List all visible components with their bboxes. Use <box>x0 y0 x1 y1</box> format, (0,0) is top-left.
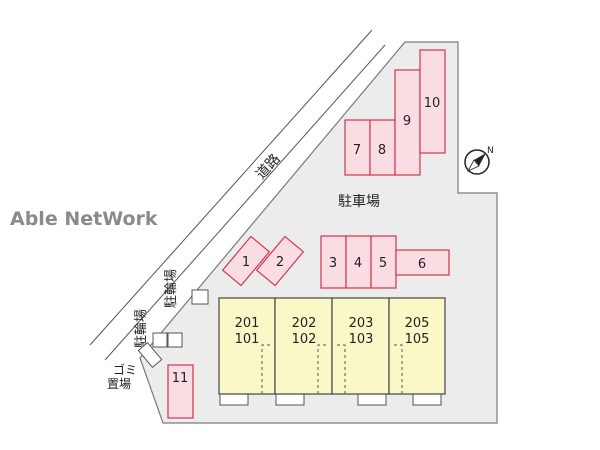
stair-line <box>261 344 272 394</box>
unit-lower-2: 102 <box>292 332 317 347</box>
parking-space-7 <box>344 119 371 176</box>
parking-number-11: 11 <box>172 371 189 386</box>
compass-icon: N <box>464 146 494 175</box>
road-label: 道路 <box>253 151 284 183</box>
unit-step <box>357 393 387 406</box>
parking-number-5: 5 <box>379 256 387 271</box>
unit-block-4 <box>388 297 446 395</box>
watermark-text: Able NetWork <box>10 208 158 230</box>
unit-step <box>275 393 305 406</box>
unit-block-3 <box>331 297 390 395</box>
bike-parking-label-1: 駐輪場 <box>133 309 149 348</box>
parking-label: 駐車場 <box>338 193 380 210</box>
bike-rack-1 <box>152 332 168 348</box>
stair-line <box>392 344 403 394</box>
parking-space-3 <box>320 235 347 289</box>
road-edge-outer <box>89 29 373 346</box>
unit-lower-3: 103 <box>349 332 374 347</box>
bike-parking-label-2: 駐輪場 <box>163 269 179 308</box>
parking-space-5 <box>370 235 397 289</box>
parking-number-3: 3 <box>329 256 337 271</box>
garbage-box <box>137 342 163 368</box>
stair-line <box>317 344 328 394</box>
parking-number-2: 2 <box>276 255 284 270</box>
garbage-label-2: 置場 <box>107 377 131 391</box>
garbage-label-1: ゴミ <box>113 362 137 377</box>
parking-space-6 <box>395 249 450 276</box>
bike-rack-2 <box>167 332 183 348</box>
parking-space-2 <box>255 235 305 287</box>
bike-rack-3 <box>191 289 209 305</box>
unit-block-1 <box>218 297 276 395</box>
parking-number-4: 4 <box>354 256 362 271</box>
road-edge-inner <box>104 44 386 361</box>
parking-number-10: 10 <box>424 96 441 111</box>
parking-space-10 <box>419 49 446 154</box>
parking-space-8 <box>369 119 396 176</box>
unit-lower-1: 101 <box>235 332 260 347</box>
unit-upper-1: 201 <box>235 316 260 331</box>
parking-number-8: 8 <box>378 143 386 158</box>
parking-number-1: 1 <box>242 255 250 270</box>
compass-letter: N <box>487 146 494 156</box>
parking-space-1 <box>221 235 271 287</box>
apartment-building: 201 101 202 102 203 103 205 105 <box>218 297 446 406</box>
unit-upper-3: 203 <box>349 316 374 331</box>
unit-upper-2: 202 <box>292 316 317 331</box>
parking-number-6: 6 <box>418 257 426 272</box>
unit-step <box>412 393 442 406</box>
parking-space-4 <box>345 235 372 289</box>
parking-number-9: 9 <box>403 114 411 129</box>
unit-upper-4: 205 <box>405 316 430 331</box>
unit-step <box>219 393 249 406</box>
stair-line <box>335 344 346 394</box>
parking-space-11 <box>167 364 194 419</box>
unit-lower-4: 105 <box>405 332 430 347</box>
parking-number-7: 7 <box>353 143 361 158</box>
